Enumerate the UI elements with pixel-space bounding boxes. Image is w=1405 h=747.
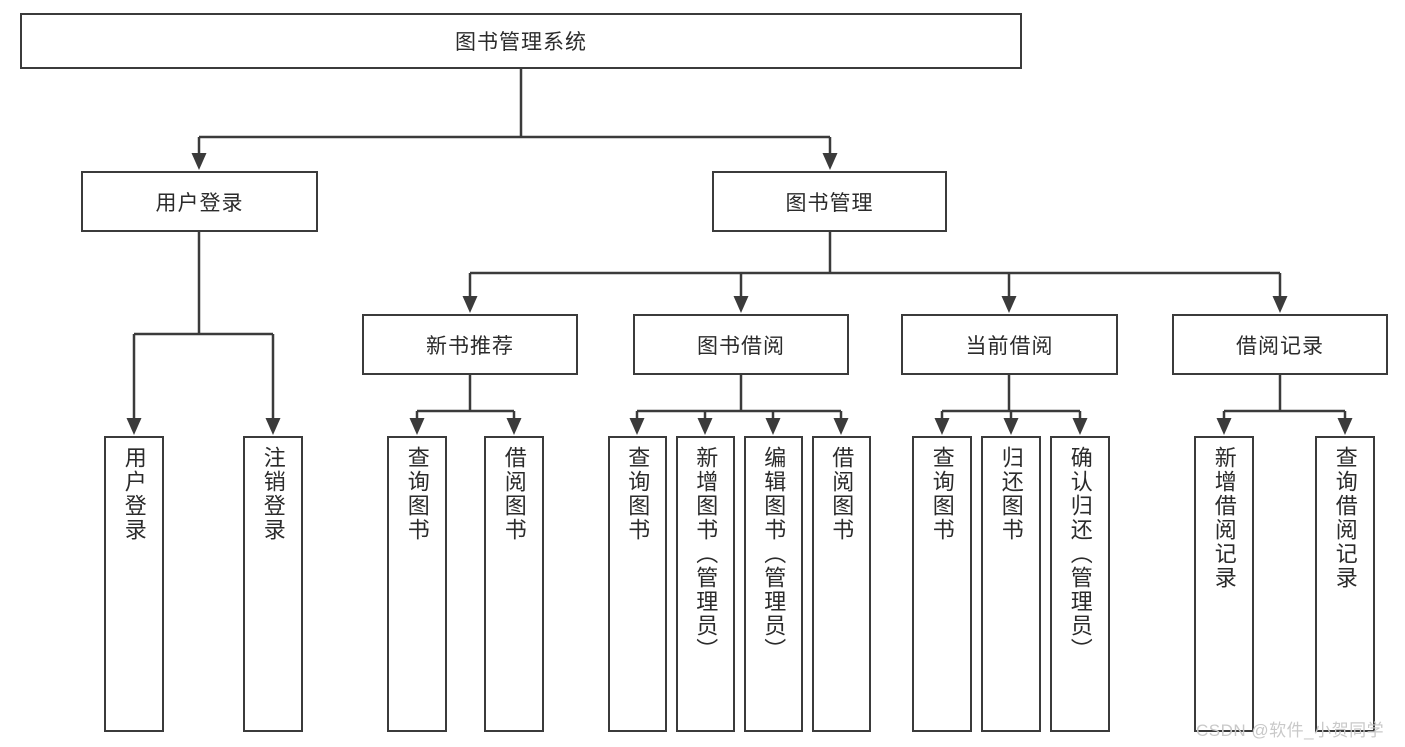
node-leaf-return-book[interactable]: 归还图书 [981,436,1041,732]
node-leaf-user-login[interactable]: 用户登录 [104,436,164,732]
arrow-head-icon [934,418,950,435]
arrow-head-icon [1216,418,1232,435]
arrow-head-icon [629,418,645,435]
node-label: 当前借阅 [965,334,1054,358]
arrow-head-icon [1337,418,1353,435]
node-leaf-logout[interactable]: 注销登录 [243,436,303,732]
arrow-head-icon [733,296,749,313]
node-leaf-query-book-rec[interactable]: 查询图书 [387,436,447,732]
arrow-head-icon [1272,296,1288,313]
node-book-borrow[interactable]: 图书借阅 [633,314,849,375]
node-label: 图书管理 [785,191,874,215]
node-borrow-record[interactable]: 借阅记录 [1172,314,1388,375]
node-label: 图书管理系统 [455,31,587,54]
node-label: 新增图书（管理员） [693,446,719,662]
node-current-borrow[interactable]: 当前借阅 [901,314,1118,375]
arrow-head-icon [1072,418,1088,435]
node-label: 借阅图书 [501,446,527,542]
node-label: 确认归还（管理员） [1067,446,1093,662]
arrow-head-icon [126,418,142,435]
node-leaf-borrow-book[interactable]: 借阅图书 [812,436,871,732]
arrow-head-icon [833,418,849,435]
arrow-head-icon [191,153,207,170]
arrow-head-icon [822,153,838,170]
arrow-head-icon [1001,296,1017,313]
node-label: 新书推荐 [426,334,514,358]
arrow-head-icon [506,418,522,435]
arrow-head-icon [1003,418,1019,435]
node-label: 借阅图书 [829,446,855,542]
node-label: 用户登录 [121,446,147,542]
node-leaf-borrow-book-rec[interactable]: 借阅图书 [484,436,544,732]
node-label: 查询借阅记录 [1332,446,1358,590]
node-label: 查询图书 [404,446,430,542]
node-leaf-query-book-borrow[interactable]: 查询图书 [608,436,667,732]
node-leaf-add-borrow-record[interactable]: 新增借阅记录 [1194,436,1254,732]
node-book-manage[interactable]: 图书管理 [712,171,947,232]
node-leaf-query-book-cur[interactable]: 查询图书 [912,436,972,732]
node-label: 编辑图书（管理员） [761,446,787,662]
arrow-head-icon [462,296,478,313]
node-label: 借阅记录 [1236,334,1324,358]
node-label: 图书借阅 [697,334,785,358]
node-leaf-query-borrow-record[interactable]: 查询借阅记录 [1315,436,1375,732]
node-leaf-add-book-admin[interactable]: 新增图书（管理员） [676,436,735,732]
arrow-head-icon [765,418,781,435]
arrow-head-icon [697,418,713,435]
arrow-head-icon [265,418,281,435]
node-label: 新增借阅记录 [1211,446,1237,590]
node-leaf-edit-book-admin[interactable]: 编辑图书（管理员） [744,436,803,732]
node-label: 注销登录 [260,446,286,542]
node-user-login[interactable]: 用户登录 [81,171,318,232]
csdn-watermark: CSDN @软件_小贺同学 [1196,721,1385,740]
node-leaf-confirm-return-admin[interactable]: 确认归还（管理员） [1050,436,1110,732]
node-new-book-rec[interactable]: 新书推荐 [362,314,578,375]
node-label: 查询图书 [929,446,955,542]
arrow-head-icon [409,418,425,435]
node-root[interactable]: 图书管理系统 [20,13,1022,69]
node-label: 归还图书 [998,446,1024,542]
node-label: 查询图书 [625,446,651,542]
node-label: 用户登录 [155,191,244,215]
